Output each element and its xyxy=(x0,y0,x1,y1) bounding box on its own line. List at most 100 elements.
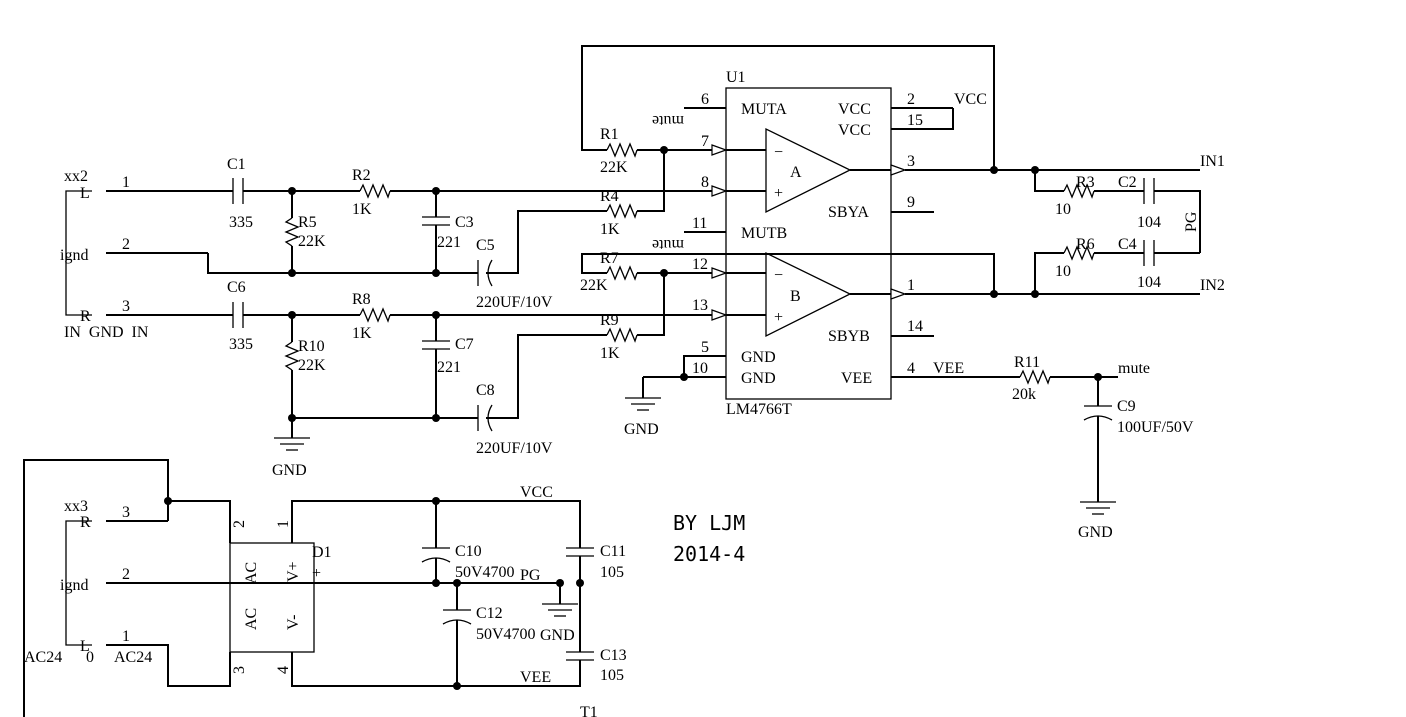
ic-u1-ref: U1 xyxy=(726,69,746,86)
pin-num-5: 5 xyxy=(701,339,709,356)
d1-pin3: 3 xyxy=(231,666,248,674)
power-supply-labels: VCC VEE C10 50V4700 C12 50V4700 PG GND C… xyxy=(455,484,627,686)
d1-ref: D1 xyxy=(312,544,332,561)
r1-value: 22K xyxy=(600,159,628,176)
pin-num-14: 14 xyxy=(907,318,923,335)
power-supply: T1 xx3 R ignd L 3 2 1 AC24 0 AC24 D1 + A… xyxy=(23,459,598,717)
c5-value: 220UF/10V xyxy=(476,294,553,311)
pin-name-muta: MUTA xyxy=(741,101,787,118)
c9-ref: C9 xyxy=(1117,398,1136,415)
left-input-wiring xyxy=(106,178,712,451)
vcc-label-psu: VCC xyxy=(520,484,553,501)
connector-xx2-pin1: 1 xyxy=(122,174,130,191)
mute-label-mirrored-a: mute xyxy=(652,112,684,129)
amp-a-plus: + xyxy=(774,185,783,202)
connector-xx2-body xyxy=(65,190,92,316)
connector-xx2-pin2: 2 xyxy=(122,236,130,253)
connector-xx3-body xyxy=(65,520,92,646)
ic-u1-body xyxy=(725,87,892,400)
r3-ref: R3 xyxy=(1076,174,1095,191)
pin-name-vee: VEE xyxy=(841,370,872,387)
connector-xx3-pin1: 1 xyxy=(122,628,130,645)
r2-ref: R2 xyxy=(352,167,371,184)
r10-value: 22K xyxy=(298,357,326,374)
r1-ref: R1 xyxy=(600,126,619,143)
connector-xx3-pin-L: L xyxy=(80,638,90,655)
c11-ref: C11 xyxy=(600,543,626,560)
connector-xx3-pin2: 2 xyxy=(122,566,130,583)
pg-label-output: PG xyxy=(1183,211,1200,232)
r9-value: 1K xyxy=(600,345,620,362)
amp-b-label: B xyxy=(790,288,801,305)
r3-value: 10 xyxy=(1055,201,1071,218)
pin-name-vcc1: VCC xyxy=(838,101,871,118)
d1-pin4: 4 xyxy=(275,666,292,674)
c6-ref: C6 xyxy=(227,279,246,296)
connector-xx2-pin3: 3 xyxy=(122,298,130,315)
connector-xx3-pin3: 3 xyxy=(122,504,130,521)
c8-value: 220UF/10V xyxy=(476,440,553,457)
pin-num-2: 2 xyxy=(907,91,915,108)
amp-b-minus: − xyxy=(774,267,783,284)
output-labels: VCC IN1 IN2 R3 10 C2 104 R6 10 C4 104 PG… xyxy=(933,91,1225,541)
pin-num-1: 1 xyxy=(907,277,915,294)
c2-value: 104 xyxy=(1137,214,1161,231)
r7-value: 22K xyxy=(580,277,608,294)
amp-a-minus: − xyxy=(774,144,783,161)
d1-plus: + xyxy=(312,565,321,582)
c6-value: 335 xyxy=(229,336,253,353)
connector-xx3-name: xx3 xyxy=(64,498,88,515)
c7-value: 221 xyxy=(437,359,461,376)
pin-name-sbya: SBYA xyxy=(828,204,869,221)
in1-label: IN1 xyxy=(1200,153,1225,170)
ac-zero: 0 xyxy=(86,649,94,666)
output-section xyxy=(891,166,1201,515)
r5-value: 22K xyxy=(298,233,326,250)
pin-name-mutb: MUTB xyxy=(741,225,787,242)
d1-vplus: V+ xyxy=(285,561,302,582)
r5-ref: R5 xyxy=(298,214,317,231)
c12-ref: C12 xyxy=(476,605,503,622)
pin-num-11: 11 xyxy=(692,215,707,232)
d1-vminus: V- xyxy=(285,615,302,630)
gnd-label-psu: GND xyxy=(540,627,575,644)
pin-num-7: 7 xyxy=(701,133,709,150)
bridge-d1 xyxy=(229,542,315,653)
c2-ref: C2 xyxy=(1118,174,1137,191)
r10-ref: R10 xyxy=(298,338,325,355)
connector-xx2-bottom-label: IN GND IN xyxy=(64,324,149,341)
connector-xx2-pin-ignd: ignd xyxy=(60,247,88,264)
r2-value: 1K xyxy=(352,201,372,218)
r8-value: 1K xyxy=(352,325,372,342)
gnd-label-left: GND xyxy=(272,462,307,479)
connector-xx3-pin-ignd: ignd xyxy=(60,577,88,594)
ic-u1: U1 LM4766T − + A − + B MUTA VCC VCC SBYA… xyxy=(692,69,954,418)
c13-value: 105 xyxy=(600,667,624,684)
feedback-labels: R1 22K R4 1K R7 22K R9 1K mute mute GND xyxy=(580,112,684,438)
pin-num-9: 9 xyxy=(907,194,915,211)
op-amp-b xyxy=(765,251,852,338)
ac24-left: AC24 xyxy=(24,649,62,666)
amp-a-label: A xyxy=(790,164,802,181)
d1-ac2: AC xyxy=(243,608,260,630)
connector-xx2-pin-L: L xyxy=(80,185,90,202)
c3-value: 221 xyxy=(437,234,461,251)
pin-name-gnd1: GND xyxy=(741,349,776,366)
c9-value: 100UF/50V xyxy=(1117,419,1194,436)
r9-ref: R9 xyxy=(600,312,619,329)
d1-ac1: AC xyxy=(243,562,260,584)
c3-ref: C3 xyxy=(455,214,474,231)
connector-xx3-pin-R: R xyxy=(80,514,91,531)
r4-ref: R4 xyxy=(600,188,619,205)
pin-name-gnd2: GND xyxy=(741,370,776,387)
gnd-label-ic: GND xyxy=(624,421,659,438)
r11-value: 20k xyxy=(1012,386,1036,403)
r4-value: 1K xyxy=(600,221,620,238)
feedback-network xyxy=(581,45,995,411)
pin-name-vcc2: VCC xyxy=(838,122,871,139)
r7-ref: R7 xyxy=(600,250,619,267)
ac24-right: AC24 xyxy=(114,649,152,666)
in2-label: IN2 xyxy=(1200,277,1225,294)
c8-ref: C8 xyxy=(476,382,495,399)
t1-label: T1 xyxy=(580,704,598,717)
